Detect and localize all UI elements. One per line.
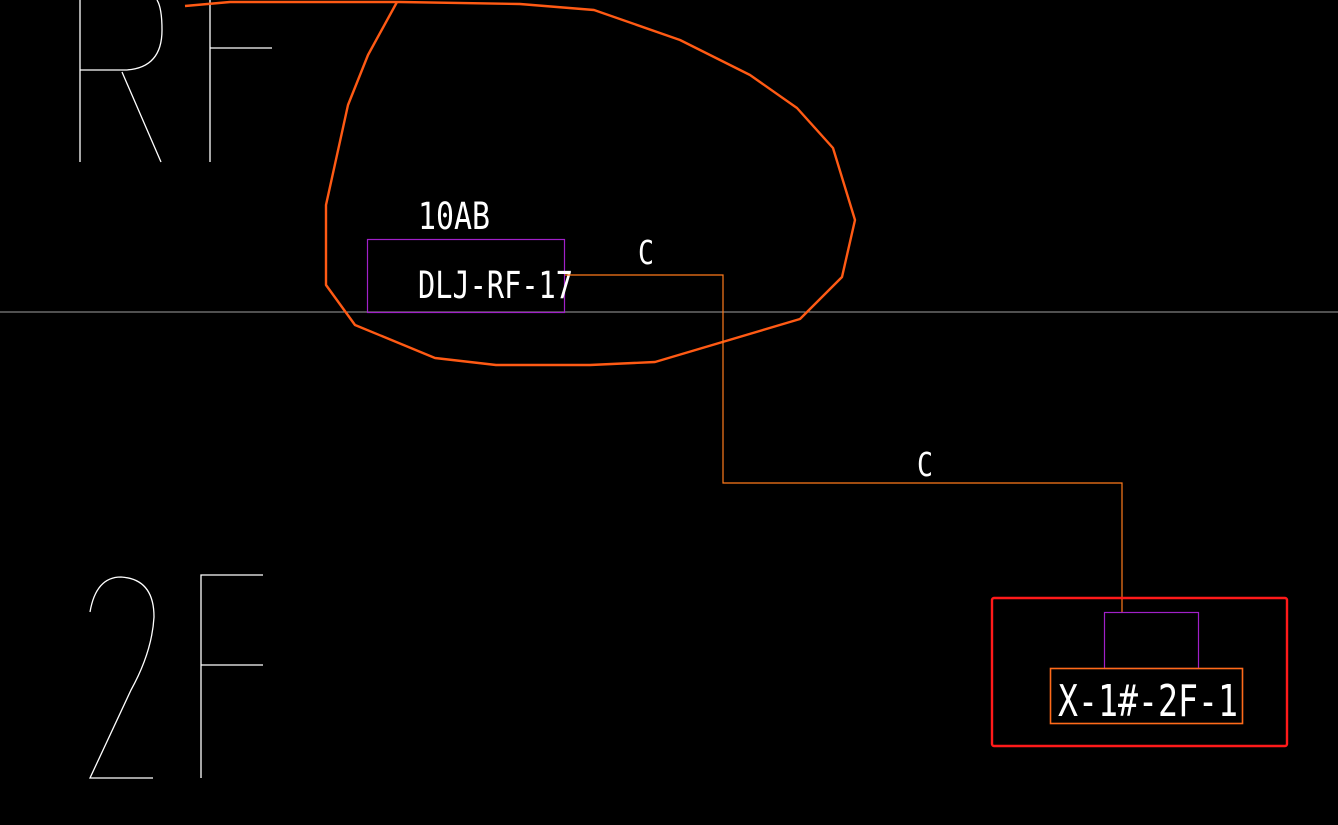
cable-label-upper: C xyxy=(638,233,654,272)
cable-route[interactable] xyxy=(565,274,1123,612)
device-box[interactable] xyxy=(366,238,566,314)
device-name-label: DLJ-RF-17 xyxy=(418,264,573,307)
highlight-box[interactable] xyxy=(990,596,1289,748)
panel-name-label: X-1#-2F-1 xyxy=(1058,676,1238,727)
device-code-label: 10AB xyxy=(418,195,490,238)
floor-label-rf: RF xyxy=(79,0,272,163)
panel-label-box[interactable] xyxy=(1049,667,1244,725)
cable-label-lower: C xyxy=(917,445,933,484)
floor-label-2f: 2F xyxy=(88,574,263,779)
panel-box[interactable] xyxy=(1103,611,1200,670)
markup-cloud[interactable] xyxy=(184,0,857,367)
